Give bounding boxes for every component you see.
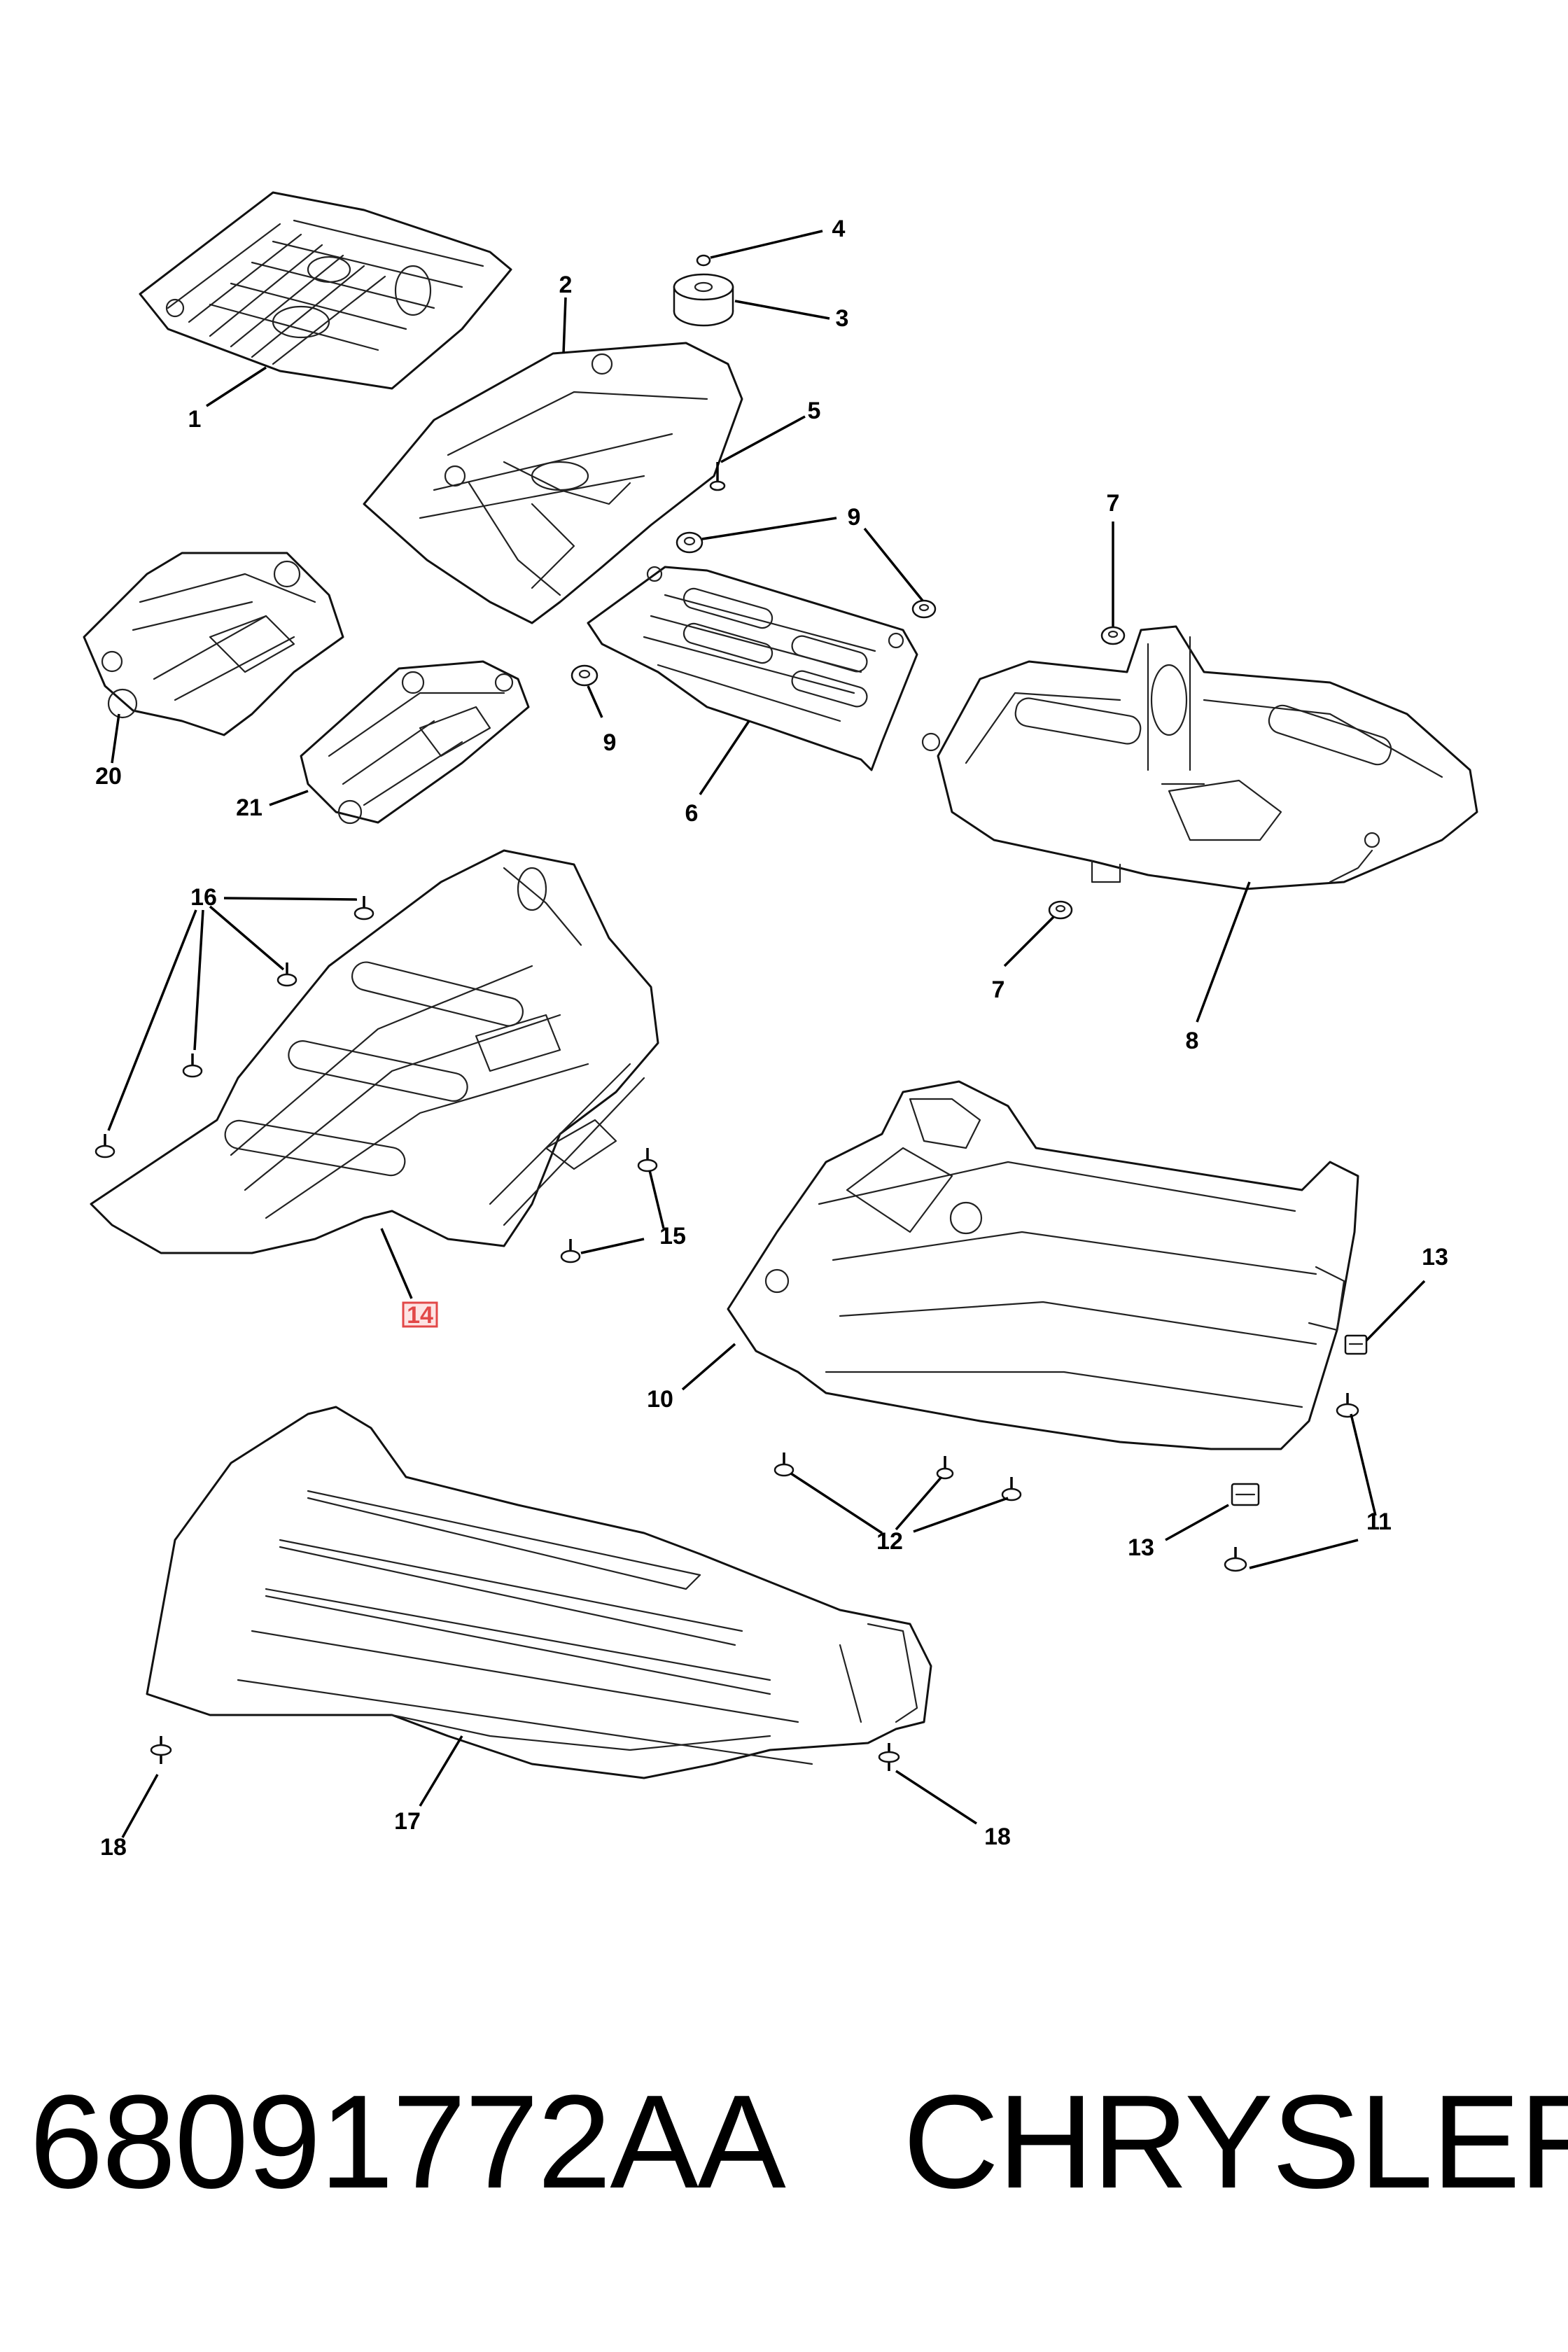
callout-20: 20 <box>95 763 122 790</box>
part-10-skid-plate <box>727 1080 1359 1450</box>
brand-name: CHRYSLER <box>903 2068 1568 2216</box>
callout-17: 17 <box>394 1808 421 1835</box>
callout-11: 11 <box>1366 1508 1392 1535</box>
part-8-tank-shield <box>921 625 1478 890</box>
fastener-16c <box>182 1054 203 1078</box>
part-17-skid-plate <box>146 1406 932 1779</box>
clip-18a <box>150 1736 172 1764</box>
exploded-parts-diagram: 1 2 3 4 5 6 7 7 8 9 9 10 11 12 13 13 14 … <box>83 191 1478 1861</box>
part-5-bolt <box>709 462 726 491</box>
fastener-11b <box>1224 1547 1247 1572</box>
callout-14: 14 <box>407 1302 433 1329</box>
clip-18b <box>878 1743 900 1771</box>
highlight-box-14 <box>402 1301 438 1328</box>
callout-9-top: 9 <box>848 504 861 531</box>
callout-7-top: 7 <box>1107 490 1120 517</box>
callout-10: 10 <box>647 1386 673 1413</box>
callout-8: 8 <box>1186 1028 1199 1054</box>
callout-4: 4 <box>832 216 846 242</box>
part-2-skid-plate <box>363 342 743 624</box>
footer: 68091772AA CHRYSLER <box>0 2072 1568 2212</box>
fastener-12b <box>936 1456 954 1480</box>
leader-lines <box>107 230 1426 1838</box>
part-14-skid-plate <box>90 849 659 1254</box>
part-3-bushing <box>673 273 734 327</box>
part-21-shield <box>300 660 530 825</box>
part-4-nut <box>696 254 711 267</box>
callout-21: 21 <box>236 794 262 821</box>
fastener-16b <box>276 962 298 987</box>
callout-5: 5 <box>808 398 821 424</box>
part-20-shield <box>83 552 344 736</box>
clip-13b <box>1231 1483 1260 1506</box>
part-1-skid-plate <box>139 191 512 390</box>
part-9-washer-a <box>676 531 704 554</box>
callout-labels: 1 2 3 4 5 6 7 7 8 9 9 10 11 12 13 13 14 … <box>95 216 1448 1861</box>
part-9-washer-c <box>570 664 598 687</box>
fastener-12c <box>1001 1477 1022 1502</box>
callout-6: 6 <box>685 800 699 827</box>
part-number: 68091772AA <box>29 2068 786 2216</box>
callout-16: 16 <box>190 884 217 911</box>
part-6-cross-plate <box>587 566 918 771</box>
callout-7-bottom: 7 <box>992 976 1005 1003</box>
callout-18-right: 18 <box>984 1823 1011 1850</box>
callout-2: 2 <box>559 272 573 298</box>
callout-13-top: 13 <box>1422 1244 1448 1270</box>
fastener-15a <box>637 1148 658 1172</box>
part-7-washer-bottom <box>1048 900 1073 920</box>
callout-1: 1 <box>188 406 202 433</box>
fastener-15b <box>560 1239 581 1264</box>
part-7-washer-top <box>1100 626 1126 645</box>
clip-13a <box>1344 1334 1368 1355</box>
callout-3: 3 <box>836 305 849 332</box>
callout-18-left: 18 <box>100 1834 127 1861</box>
callout-9-bottom: 9 <box>603 729 617 756</box>
callout-12: 12 <box>876 1528 903 1555</box>
callout-13-bottom: 13 <box>1128 1534 1154 1561</box>
callout-15: 15 <box>659 1223 686 1250</box>
fastener-12a <box>774 1452 794 1477</box>
fastener-16d <box>94 1134 115 1158</box>
fastener-11a <box>1336 1393 1359 1418</box>
part-9-washer-b <box>911 599 937 619</box>
fastener-16a <box>354 896 374 920</box>
